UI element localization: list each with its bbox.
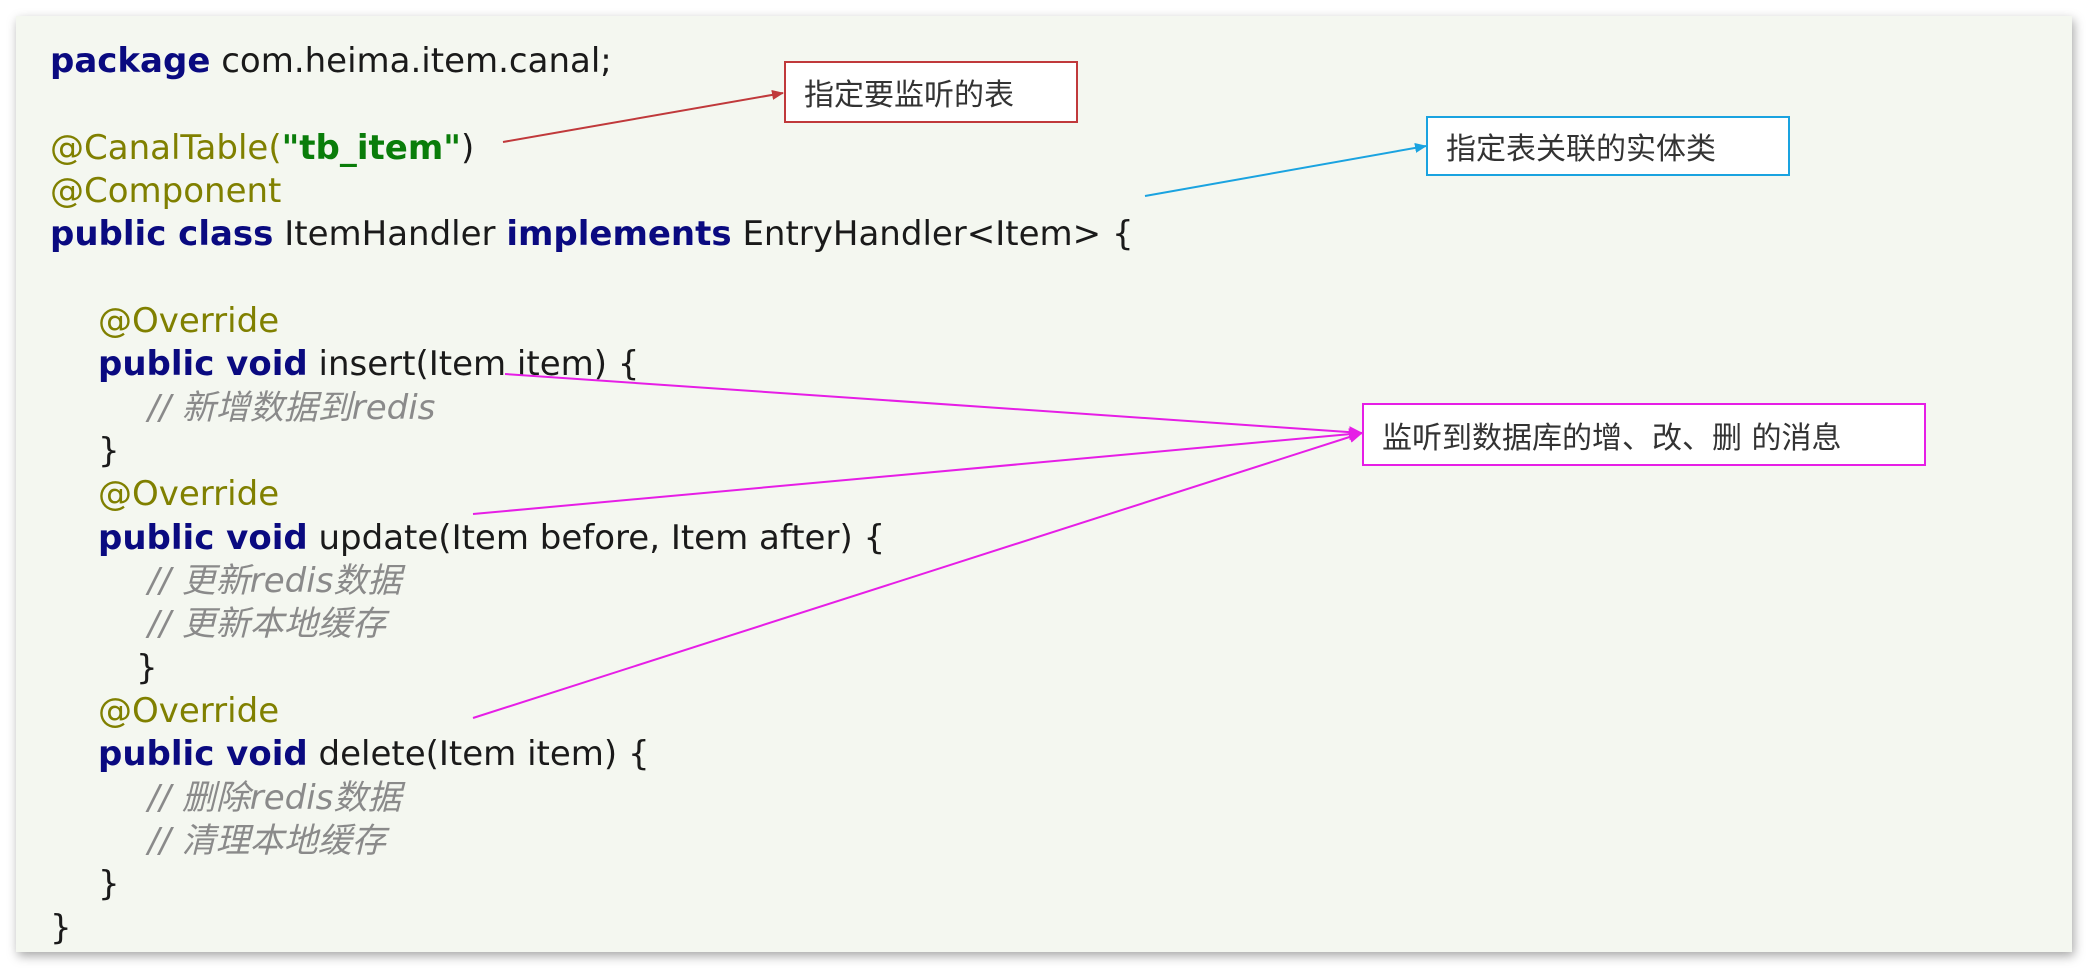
code-line-override: @Override (98, 473, 279, 516)
code-line-class-decl: public class ItemHandler implements Entr… (50, 213, 1134, 256)
code-line-package: package com.heima.item.canal; (50, 40, 612, 83)
keyword: public void (98, 344, 308, 384)
keyword: public void (98, 734, 308, 774)
annotation: @Override (98, 301, 280, 341)
keyword: public (50, 214, 167, 254)
code-line-override: @Override (98, 690, 279, 733)
code-line-override: @Override (98, 300, 279, 343)
annotation: @CanalTable( (50, 128, 282, 168)
annotation: @Override (98, 691, 280, 731)
code-line-comment: // 更新redis数据 (148, 561, 402, 601)
code-line-comment: // 删除redis数据 (148, 778, 402, 818)
callout-events: 监听到数据库的增、改、删 的消息 (1362, 403, 1926, 466)
keyword: implements (506, 214, 732, 254)
annotation: @Override (98, 474, 280, 514)
keyword: public void (98, 518, 308, 558)
paren: ) (461, 128, 475, 168)
callout-entity: 指定表关联的实体类 (1426, 116, 1790, 176)
method-signature: insert(Item item) { (307, 344, 640, 384)
code-line-comment: // 更新本地缓存 (148, 604, 386, 644)
code-line-brace: } (50, 908, 72, 948)
interface-name: EntryHandler<Item> { (731, 214, 1134, 254)
code-line-comment: // 清理本地缓存 (148, 821, 386, 861)
keyword: class (166, 214, 274, 254)
code-line-brace: } (98, 431, 120, 471)
code-line-update: public void update(Item before, Item aft… (98, 517, 885, 560)
class-name: ItemHandler (273, 214, 507, 254)
keyword: package (50, 41, 211, 81)
code-line-insert: public void insert(Item item) { (98, 343, 639, 386)
code-line-brace: } (98, 864, 120, 904)
code-line-comment: // 新增数据到redis (148, 388, 436, 428)
method-signature: update(Item before, Item after) { (307, 518, 886, 558)
string-literal: "tb_item" (281, 128, 462, 168)
annotation: @Component (50, 171, 282, 211)
code-line-component: @Component (50, 170, 281, 213)
callout-table: 指定要监听的表 (784, 61, 1078, 123)
code-line-canal-table: @CanalTable("tb_item") (50, 127, 474, 170)
package-name: com.heima.item.canal; (210, 41, 612, 81)
code-line-delete: public void delete(Item item) { (98, 733, 650, 776)
method-signature: delete(Item item) { (307, 734, 650, 774)
code-line-brace: } (136, 648, 158, 688)
